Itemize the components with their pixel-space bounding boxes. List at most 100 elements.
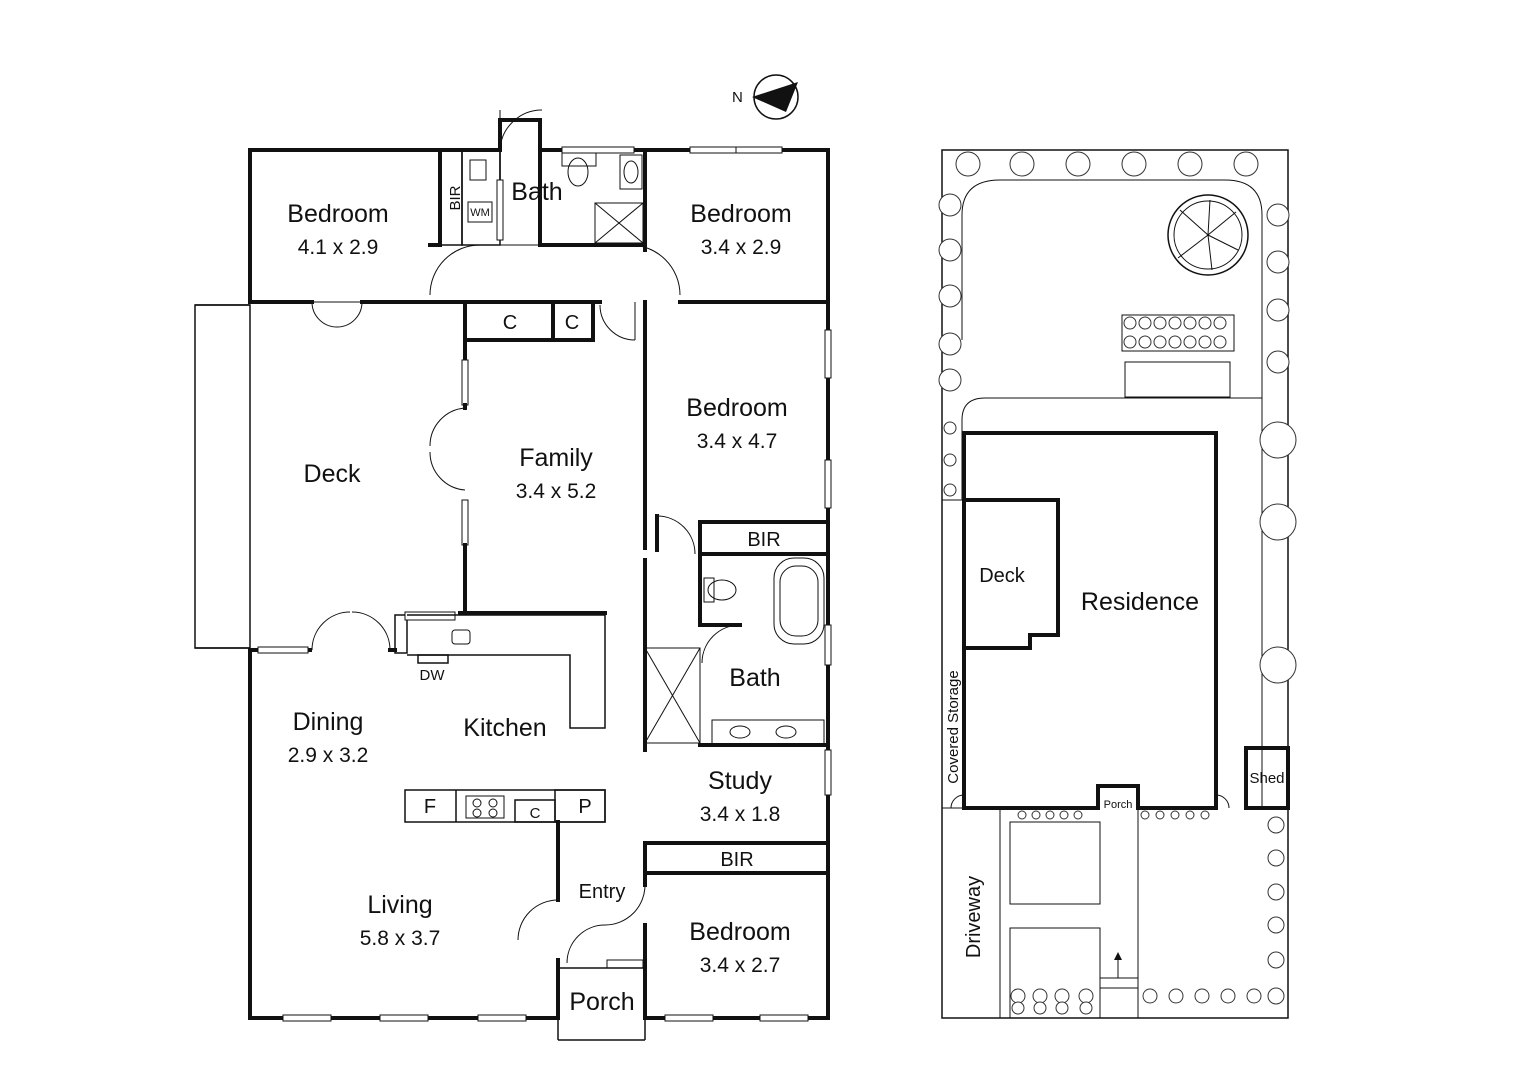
shrub-icon — [1259, 421, 1297, 459]
bedroom-east-dims: 3.4 x 4.7 — [697, 430, 778, 453]
shrub-icon — [1032, 988, 1048, 1004]
shrub-icon — [1140, 810, 1150, 820]
shrub-icon — [1213, 316, 1227, 330]
shrub-icon — [943, 453, 957, 467]
shrub-icon — [1170, 810, 1180, 820]
shrub-icon — [1033, 1001, 1047, 1015]
site-covered-storage-label: Covered Storage — [945, 670, 962, 783]
shrub-icon — [1153, 316, 1167, 330]
site-deck-label: Deck — [979, 565, 1026, 587]
bath-north-label: Bath — [511, 178, 562, 206]
deck-outline — [194, 304, 251, 649]
family-label: Family — [519, 444, 593, 472]
shrub-icon — [938, 332, 962, 356]
shrub-icon — [1259, 503, 1297, 541]
bir-south-label: BIR — [720, 849, 753, 871]
outer-wall — [248, 118, 830, 1020]
bedroom-ne-dims: 3.4 x 2.9 — [701, 236, 782, 259]
shrub-icon — [1168, 335, 1182, 349]
shrub-icon — [1177, 151, 1203, 177]
shrub-icon — [1123, 316, 1137, 330]
compass-label: N — [732, 89, 743, 106]
shrub-icon — [1198, 316, 1212, 330]
wm-label: WM — [470, 207, 490, 219]
shrub-icon — [1266, 203, 1290, 227]
shrub-icon — [1267, 816, 1285, 834]
shrub-icon — [1198, 335, 1212, 349]
shrub-icon — [1155, 810, 1165, 820]
study-label: Study — [708, 767, 772, 795]
site-plan: Deck Residence Covered Storage Shed Porc… — [938, 149, 1297, 1019]
shrub-icon — [1059, 810, 1069, 820]
cupboard-k-label: C — [530, 805, 541, 822]
bedroom-ne-label: Bedroom — [690, 200, 791, 228]
shrub-icon — [1031, 810, 1041, 820]
shrub-icon — [1267, 883, 1285, 901]
bedroom-se-dims: 3.4 x 2.7 — [700, 954, 781, 977]
porch-label: Porch — [569, 988, 634, 1016]
shrub-icon — [1142, 988, 1158, 1004]
bedroom-east-label: Bedroom — [686, 394, 787, 422]
family-dims: 3.4 x 5.2 — [516, 480, 597, 503]
shrub-icon — [1183, 316, 1197, 330]
shrub-icon — [1267, 951, 1285, 969]
living-dims: 5.8 x 3.7 — [360, 927, 441, 950]
shrub-icon — [1010, 988, 1026, 1004]
bedroom-nw-dims: 4.1 x 2.9 — [298, 236, 379, 259]
compass-arrow-icon — [752, 82, 798, 112]
shrub-icon — [1073, 810, 1083, 820]
shrub-icon — [1233, 151, 1259, 177]
shrub-group — [938, 151, 1297, 1015]
site-driveway-label: Driveway — [963, 876, 985, 958]
shrub-icon — [1009, 151, 1035, 177]
shrub-icon — [1266, 298, 1290, 322]
site-residence-label: Residence — [1081, 588, 1199, 616]
shrub-icon — [1045, 810, 1055, 820]
shrub-icon — [938, 238, 962, 262]
shrub-icon — [1267, 916, 1285, 934]
main-plan: Bedroom 4.1 x 2.9 BIR WM Bath Bedroom 3.… — [194, 109, 832, 1041]
shrub-icon — [1011, 1001, 1025, 1015]
dining-dims: 2.9 x 3.2 — [288, 744, 369, 767]
site-shed-label: Shed — [1249, 770, 1284, 787]
shrub-icon — [1055, 1001, 1069, 1015]
living-label: Living — [367, 891, 432, 919]
shrub-icon — [1266, 350, 1290, 374]
cupboard-1-label: C — [503, 312, 517, 334]
entry-label: Entry — [579, 881, 626, 903]
shrub-icon — [1185, 810, 1195, 820]
shrub-icon — [938, 193, 962, 217]
fridge-label: F — [424, 796, 436, 818]
tree-icon — [1167, 194, 1249, 276]
bedroom-nw-label: Bedroom — [287, 200, 388, 228]
dw-label: DW — [420, 667, 446, 684]
study-dims: 3.4 x 1.8 — [700, 803, 781, 826]
shrub-icon — [1267, 987, 1285, 1005]
shrub-icon — [1213, 335, 1227, 349]
shrub-icon — [1078, 988, 1094, 1004]
shrub-icon — [1246, 988, 1262, 1004]
shrub-icon — [938, 368, 962, 392]
bir-nw-label: BIR — [447, 185, 464, 210]
shrub-icon — [1121, 151, 1147, 177]
shrub-icon — [1200, 810, 1210, 820]
kitchen-label: Kitchen — [463, 714, 546, 742]
shrub-icon — [1138, 335, 1152, 349]
shrub-icon — [955, 151, 981, 177]
shrub-icon — [1220, 988, 1236, 1004]
shrub-icon — [1259, 646, 1297, 684]
shrub-icon — [1017, 810, 1027, 820]
bath-east-label: Bath — [729, 664, 780, 692]
shrub-icon — [1168, 316, 1182, 330]
compass: N — [732, 74, 799, 120]
shrub-icon — [1123, 335, 1137, 349]
shrub-icon — [943, 483, 957, 497]
shrub-icon — [1183, 335, 1197, 349]
shrub-icon — [938, 284, 962, 308]
site-boundary — [941, 149, 1289, 1019]
bir-east-label: BIR — [747, 529, 780, 551]
shrub-icon — [943, 421, 957, 435]
shrub-icon — [1079, 1001, 1093, 1015]
bedroom-se-label: Bedroom — [689, 918, 790, 946]
